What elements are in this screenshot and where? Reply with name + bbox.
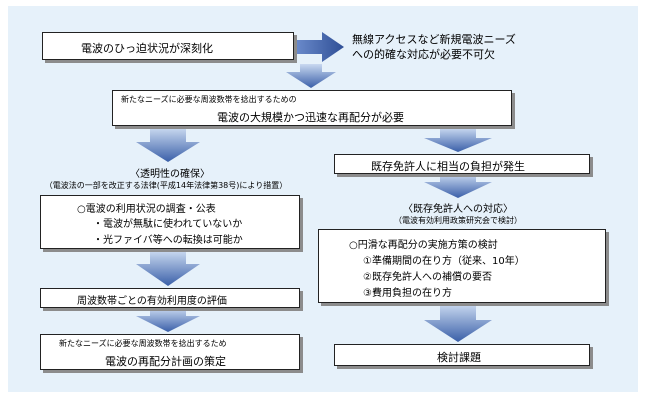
measures-item-1: ①準備期間の在り方（従来、10年） — [363, 256, 525, 267]
plan-small: 新たなニーズに必要な周波数帯を捻出するため — [59, 339, 227, 348]
response-subtitle: （電波有効利用政策研究会で検討） — [394, 216, 522, 225]
burden-text: 既存免許人に相当の負担が発生 — [371, 160, 525, 173]
needs-line-1: 無線アクセスなど新規電波ニーズ — [352, 33, 516, 46]
issues-text: 検討課題 — [437, 351, 481, 364]
pressure-box: 電波のひっ迫状況が深刻化 — [42, 32, 294, 60]
needs-line-2: への的確な対応が必要不可欠 — [352, 48, 495, 61]
survey-line-3: ・光ファイバ等への転換は可能か — [93, 235, 243, 246]
down-arrow-left-2 — [136, 251, 200, 286]
down-arrow-right-1 — [424, 128, 492, 152]
burden-box: 既存免許人に相当の負担が発生 — [334, 154, 590, 174]
evaluation-text: 周波数帯ごとの有効利用度の評価 — [77, 296, 227, 307]
plan-main: 電波の再配分計画の策定 — [105, 355, 226, 368]
reallocation-small: 新たなニーズに必要な周波数帯を捻出するための — [121, 95, 297, 104]
down-arrow-right-3 — [424, 304, 492, 342]
survey-box: ○電波の利用状況の調査・公表 ・電波が無駄に使われていないか ・光ファイバ等への… — [40, 195, 300, 249]
plan-box: 新たなニーズに必要な周波数帯を捻出するため 電波の再配分計画の策定 — [40, 334, 300, 370]
measures-title: ○円滑な再配分の実施方策の検討 — [349, 240, 498, 251]
right-arrow — [292, 32, 344, 62]
reallocation-box: 新たなニーズに必要な周波数帯を捻出するための 電波の大規模かつ迅速な再配分が必要 — [112, 90, 512, 126]
response-title: 〈既存免許人への対応〉 — [403, 204, 513, 215]
down-arrow-left-3 — [136, 308, 200, 332]
down-arrow-right-2 — [424, 174, 492, 198]
measures-box: ○円滑な再配分の実施方策の検討 ①準備期間の在り方（従来、10年） ②既存免許人… — [318, 229, 606, 303]
measures-item-3: ③費用負担の在り方 — [363, 288, 452, 299]
transparency-subtitle: （電波法の一部を改正する法律(平成14年法律第38号)により措置） — [44, 181, 288, 190]
reallocation-main: 電波の大規模かつ迅速な再配分が必要 — [217, 111, 404, 124]
transparency-title: 〈透明性の確保〉 — [130, 169, 210, 180]
issues-box: 検討課題 — [334, 344, 590, 366]
down-arrow-1 — [286, 64, 336, 88]
survey-line-1: ○電波の利用状況の調査・公表 — [77, 204, 216, 215]
down-arrow-left-1 — [136, 128, 200, 162]
pressure-text: 電波のひっ迫状況が深刻化 — [81, 42, 213, 55]
survey-line-2: ・電波が無駄に使われていないか — [93, 219, 243, 230]
measures-item-2: ②既存免許人への補償の要否 — [363, 272, 492, 283]
evaluation-box: 周波数帯ごとの有効利用度の評価 — [40, 288, 300, 308]
